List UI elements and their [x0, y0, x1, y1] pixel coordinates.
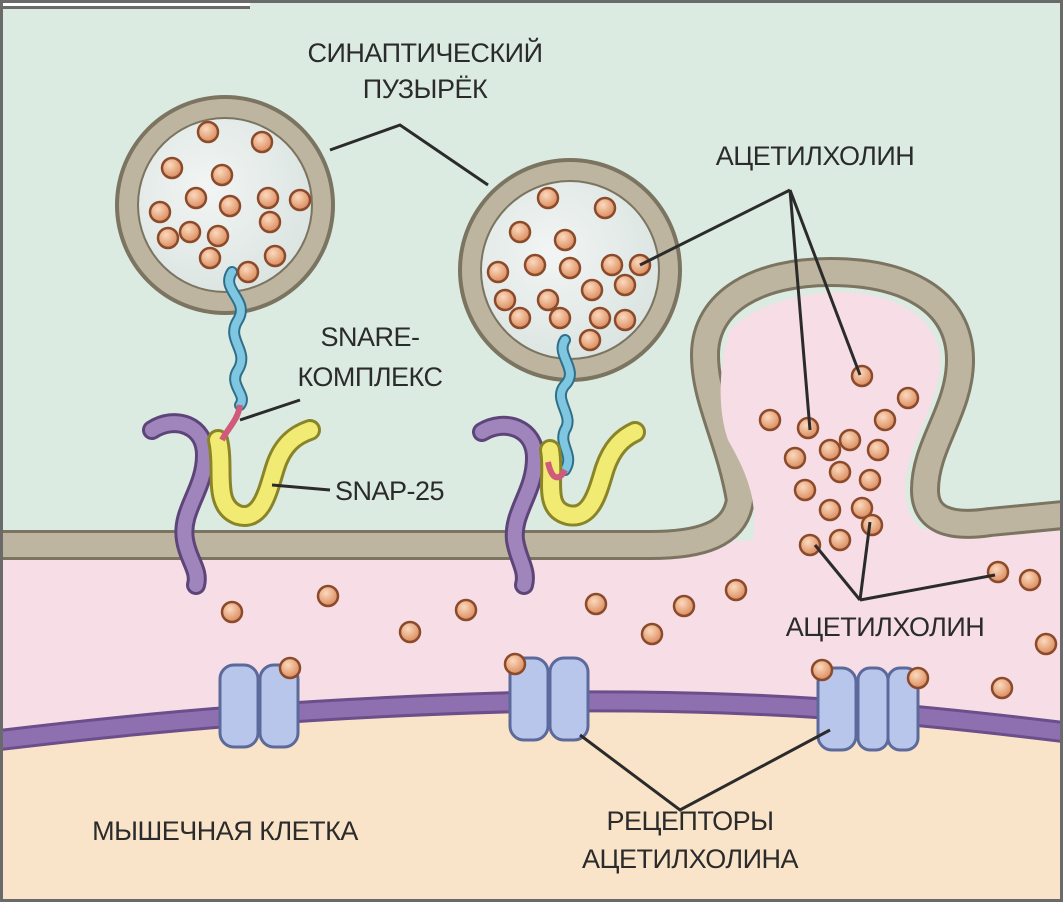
acetylcholine-molecule — [220, 196, 240, 216]
corner-tab-edge — [0, 6, 250, 9]
acetylcholine-molecule — [820, 440, 840, 460]
acetylcholine-molecule — [830, 462, 850, 482]
label-acetylcholine-top: АЦЕТИЛХОЛИН — [716, 141, 915, 171]
acetylcholine-molecule — [260, 212, 280, 232]
acetylcholine-molecule — [868, 440, 888, 460]
acetylcholine-molecule — [510, 222, 530, 242]
acetylcholine-molecule — [550, 308, 570, 328]
acetylcholine-molecule — [212, 165, 232, 185]
acetylcholine-molecule — [785, 448, 805, 468]
acetylcholine-molecule — [988, 562, 1008, 582]
acetylcholine-molecule — [560, 258, 580, 278]
acetylcholine-molecule — [525, 255, 545, 275]
acetylcholine-molecule — [505, 654, 525, 674]
acetylcholine-molecule — [615, 275, 635, 295]
acetylcholine-molecule — [186, 188, 206, 208]
acetylcholine-molecule — [992, 678, 1012, 698]
label-receptors-2: АЦЕТИЛХОЛИНА — [582, 844, 799, 874]
acetylcholine-molecule — [590, 308, 610, 328]
label-snap25: SNAP-25 — [335, 476, 444, 506]
acetylcholine-molecule — [198, 122, 218, 142]
acetylcholine-molecule — [162, 158, 182, 178]
label-synaptic-vesicle-1: СИНАПТИЧЕСКИЙ — [308, 37, 543, 68]
acetylcholine-molecule — [200, 248, 220, 268]
acetylcholine-molecule — [830, 530, 850, 550]
acetylcholine-molecule — [726, 580, 746, 600]
acetylcholine-molecule — [538, 290, 558, 310]
acetylcholine-molecule — [400, 622, 420, 642]
acetylcholine-molecule — [580, 330, 600, 350]
acetylcholine-molecule — [495, 290, 515, 310]
acetylcholine-molecule — [862, 515, 882, 535]
acetylcholine-molecule — [510, 308, 530, 328]
acetylcholine-molecule — [158, 228, 178, 248]
label-acetylcholine-cleft: АЦЕТИЛХОЛИН — [786, 612, 985, 642]
acetylcholine-molecule — [555, 230, 575, 250]
label-receptors-1: РЕЦЕПТОРЫ — [606, 806, 773, 836]
acetylcholine-molecule — [456, 600, 476, 620]
label-synaptic-vesicle-2: ПУЗЫРЁК — [363, 74, 488, 104]
acetylcholine-molecule — [180, 222, 200, 242]
acetylcholine-molecule — [812, 660, 832, 680]
acetylcholine-molecule — [898, 388, 918, 408]
acetylcholine-molecule — [602, 255, 622, 275]
acetylcholine-molecule — [1036, 634, 1056, 654]
acetylcholine-molecule — [800, 535, 820, 555]
acetylcholine-molecule — [615, 310, 635, 330]
acetylcholine-molecule — [290, 190, 310, 210]
acetylcholine-molecule — [258, 188, 278, 208]
acetylcholine-molecule — [238, 262, 258, 282]
acetylcholine-molecule — [860, 470, 880, 490]
receptor-right — [818, 668, 918, 750]
acetylcholine-molecule — [795, 480, 815, 500]
acetylcholine-molecule — [820, 500, 840, 520]
acetylcholine-molecule — [852, 366, 872, 386]
acetylcholine-molecule — [595, 198, 615, 218]
acetylcholine-molecule — [538, 188, 558, 208]
label-snare-1: SNARE- — [320, 322, 419, 352]
acetylcholine-molecule — [150, 202, 170, 222]
acetylcholine-molecule — [1020, 570, 1040, 590]
acetylcholine-molecule — [760, 410, 780, 430]
acetylcholine-molecule — [875, 410, 895, 430]
acetylcholine-molecule — [908, 668, 928, 688]
acetylcholine-molecule — [252, 132, 272, 152]
label-snare-2: КОМПЛЕКС — [298, 362, 443, 392]
acetylcholine-molecule — [586, 594, 606, 614]
acetylcholine-molecule — [582, 280, 602, 300]
acetylcholine-molecule — [488, 262, 508, 282]
acetylcholine-molecule — [222, 602, 242, 622]
acetylcholine-molecule — [318, 586, 338, 606]
acetylcholine-molecule — [642, 624, 662, 644]
acetylcholine-molecule — [840, 430, 860, 450]
acetylcholine-molecule — [674, 596, 694, 616]
label-muscle-cell: МЫШЕЧНАЯ КЛЕТКА — [92, 816, 358, 846]
acetylcholine-molecule — [208, 226, 228, 246]
acetylcholine-molecule — [265, 246, 285, 266]
acetylcholine-molecule — [280, 658, 300, 678]
